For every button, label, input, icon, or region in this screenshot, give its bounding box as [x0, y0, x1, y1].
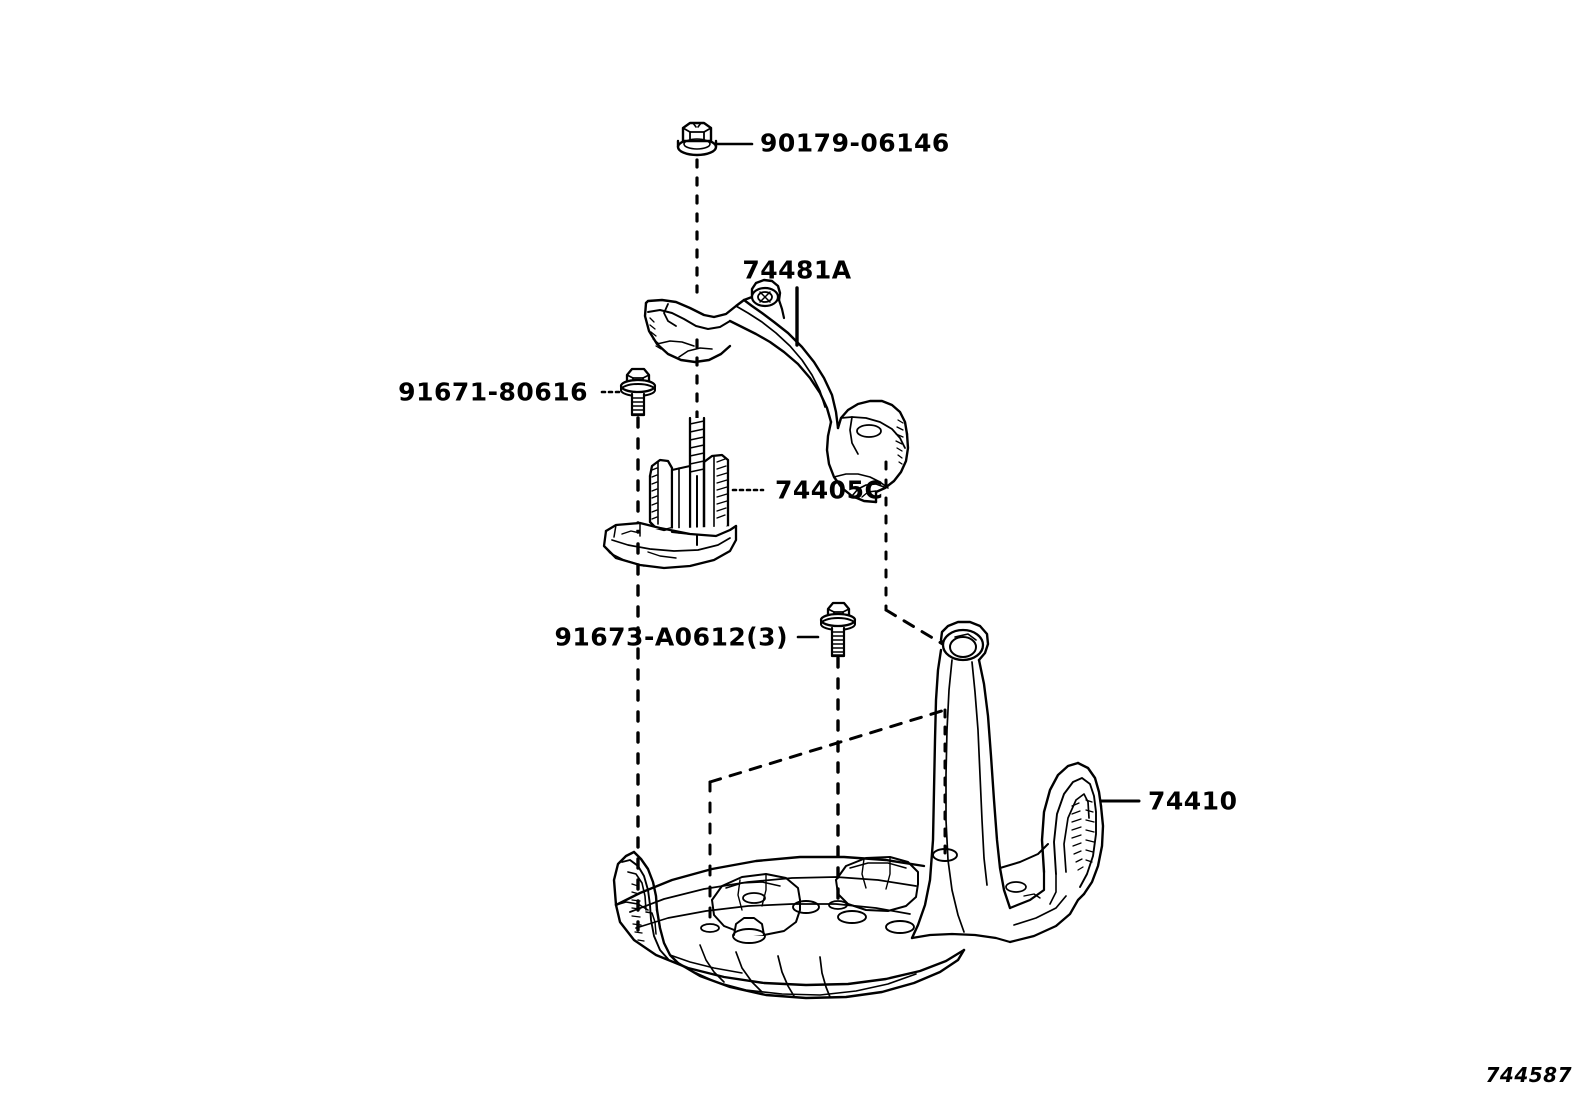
part-label-74481A[interactable]: 74481A: [742, 255, 852, 285]
assembly-guide-top: [708, 708, 947, 784]
part-label-74405C[interactable]: 74405C: [775, 475, 884, 505]
part-clamp-74405C: [602, 416, 738, 570]
part-bolt-91671-80616: [619, 367, 657, 417]
part-label-91671-80616[interactable]: 91671-80616: [398, 377, 588, 407]
part-bolt-91673-A0612: [819, 601, 857, 658]
part-label-74410[interactable]: 74410: [1148, 786, 1238, 816]
part-label-90179-06146[interactable]: 90179-06146: [760, 128, 950, 158]
axis-bracket-to-tray-diag: [884, 608, 948, 648]
part-bracket-74481A: [643, 278, 910, 504]
part-nut-90179-06146: [676, 121, 718, 157]
figure-code: 744587: [1485, 1063, 1572, 1087]
part-tray-74410: [612, 620, 1105, 1000]
part-label-91673-A0612[interactable]: 91673-A0612(3): [554, 622, 788, 652]
